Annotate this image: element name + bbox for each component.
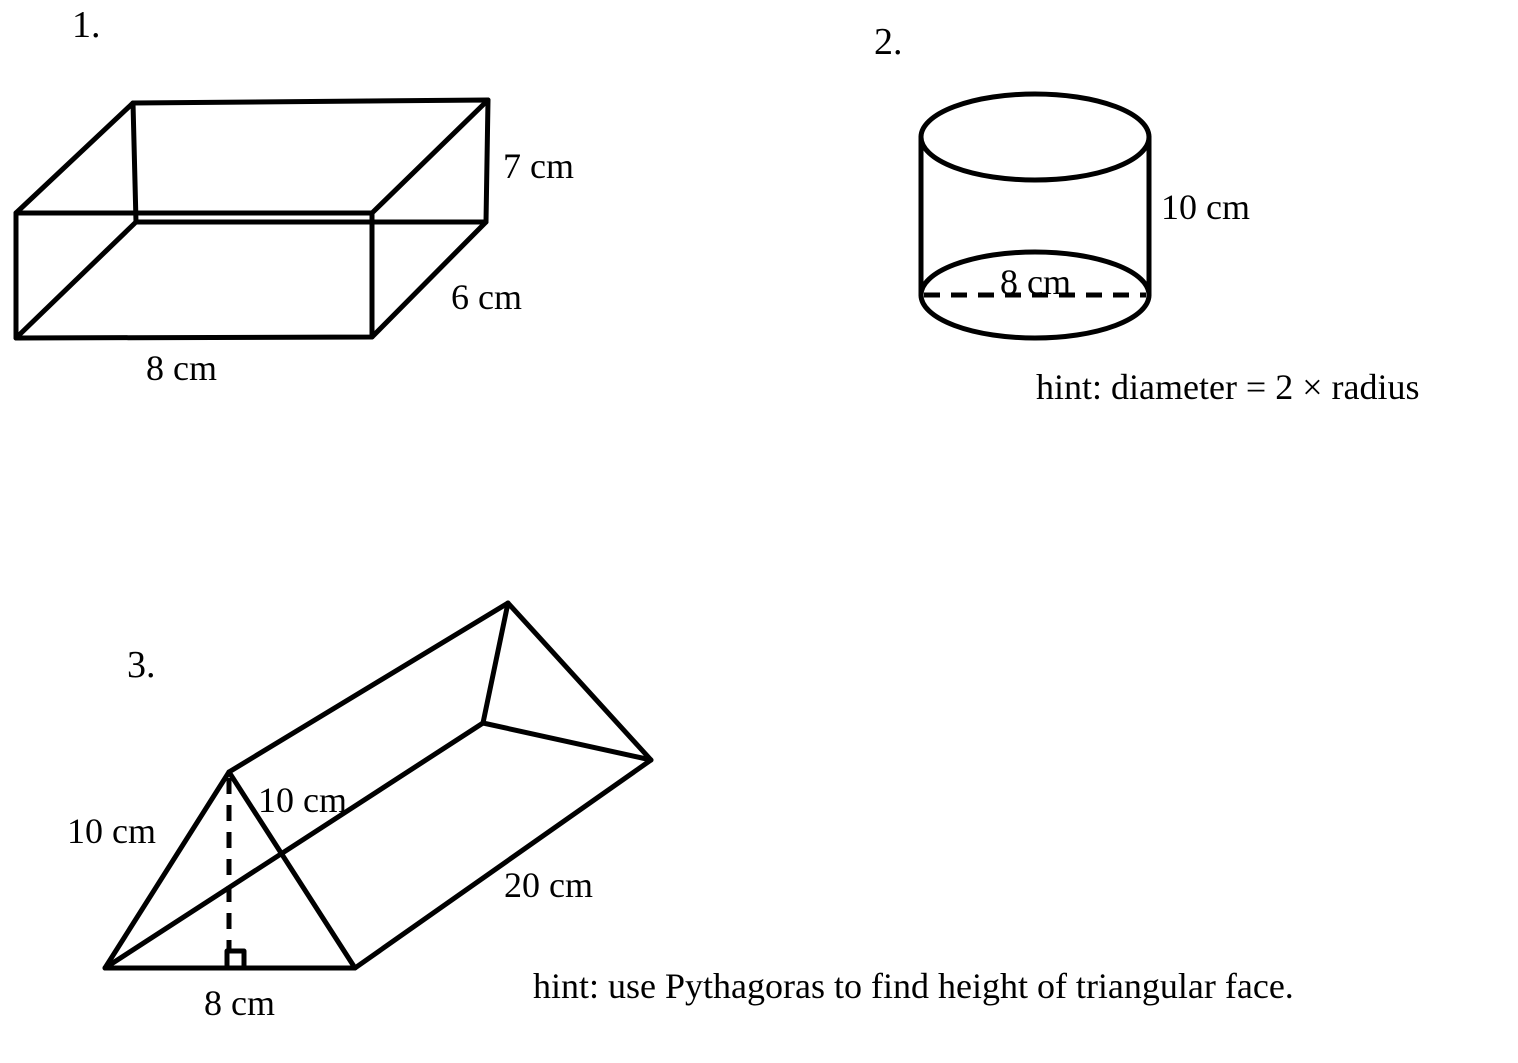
triangular-prism-length-label: 20 cm xyxy=(504,865,593,905)
triangular-back-face xyxy=(480,600,654,763)
triangular-edge-top xyxy=(226,600,511,775)
prism-length-label: 8 cm xyxy=(146,348,217,388)
prism-edge-top-right xyxy=(369,97,491,216)
triangular-edge-bottom-right xyxy=(352,757,654,971)
triangular-edge-bottom-left xyxy=(102,720,486,971)
triangle-right-side-label: 10 cm xyxy=(258,780,347,820)
triangular-prism xyxy=(102,600,654,971)
triangle-base-label: 8 cm xyxy=(204,983,275,1023)
cylinder-hint: hint: diameter = 2 × radius xyxy=(1036,367,1420,407)
prism-edge-top-left xyxy=(13,100,136,216)
prism-height-label: 7 cm xyxy=(503,146,574,186)
cylinder-bottom-ellipse xyxy=(918,249,1152,341)
prism-edge-bottom-right xyxy=(369,219,489,340)
cylinder-top-ellipse xyxy=(918,91,1152,183)
problem-2-number: 2. xyxy=(874,21,903,63)
cylinder xyxy=(918,91,1152,341)
cylinder-diameter-label: 8 cm xyxy=(1000,262,1071,302)
problem-3: 3. 10 cm 10 cm 20 cm 8 cm hint: use Pyth… xyxy=(67,600,1294,1023)
problem-1-number: 1. xyxy=(72,4,101,46)
triangular-prism-hint: hint: use Pythagoras to find height of t… xyxy=(533,966,1294,1006)
prism-back-face xyxy=(130,97,491,225)
prism-edge-bottom-left xyxy=(13,219,139,341)
right-angle-marker xyxy=(224,948,247,971)
problem-1: 1. 7 cm 6 cm 8 cm xyxy=(13,4,574,388)
problem-3-number: 3. xyxy=(127,644,156,686)
cylinder-height-label: 10 cm xyxy=(1161,187,1250,227)
rectangular-prism xyxy=(13,97,491,341)
prism-depth-label: 6 cm xyxy=(451,277,522,317)
problem-2: 2. 10 cm 8 cm hint: diameter = 2 × radiu… xyxy=(874,21,1420,407)
prism-front-face xyxy=(13,210,375,341)
triangle-left-side-label: 10 cm xyxy=(67,811,156,851)
